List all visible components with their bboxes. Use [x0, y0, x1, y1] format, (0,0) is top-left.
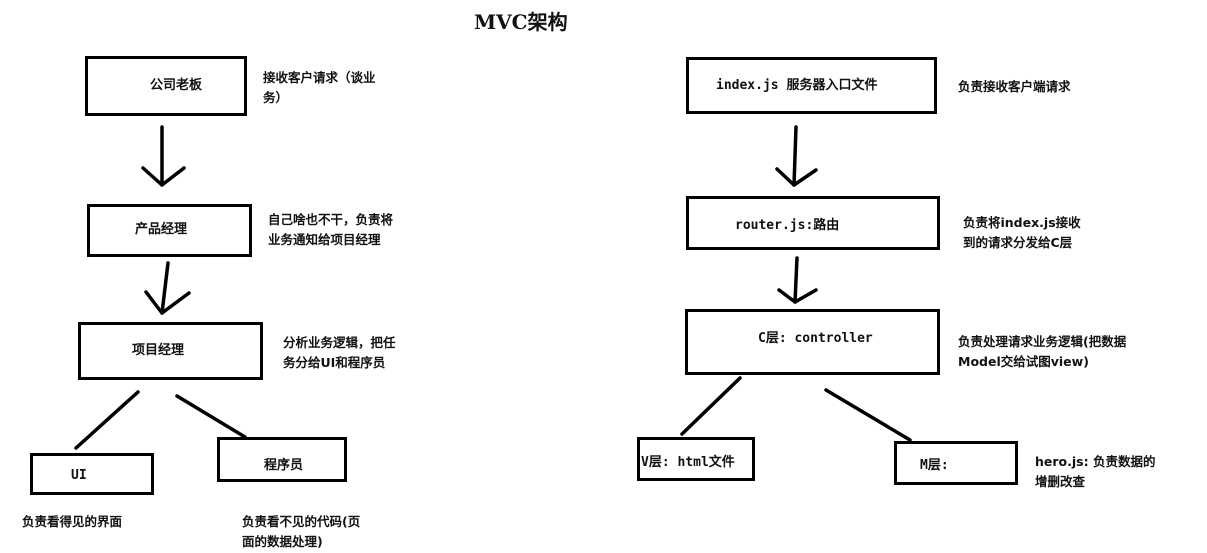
- branch-line-to-view: [680, 376, 742, 436]
- programmer-box: [217, 437, 347, 482]
- programmer-label: 程序员: [264, 458, 304, 473]
- index-box: [686, 57, 937, 114]
- router-note: 负责将index.js接收 到的请求分发给C层: [963, 215, 1081, 250]
- router-label: router.js:路由: [735, 218, 840, 233]
- branch-line-to-programmer: [175, 394, 247, 439]
- project-manager-note: 分析业务逻辑，把任 务分给UI和程序员: [283, 335, 396, 370]
- arrow-boss-to-pm: [141, 125, 186, 187]
- index-note: 负责接收客户端请求: [958, 79, 1071, 94]
- controller-box: [685, 309, 940, 375]
- pm-label: 产品经理: [135, 222, 188, 237]
- view-label: V层: html文件: [641, 455, 735, 470]
- arrow-pm-to-projectmgr: [144, 261, 191, 315]
- project-manager-box: [78, 322, 263, 380]
- arrow-router-to-controller: [777, 256, 818, 304]
- diagram-title: MVC架构: [474, 10, 568, 34]
- ui-note: 负责看得见的界面: [22, 514, 123, 529]
- boss-box: [85, 56, 247, 116]
- router-box: [686, 196, 940, 250]
- programmer-note: 负责看不见的代码(页 面的数据处理): [242, 514, 361, 549]
- controller-note: 负责处理请求业务逻辑(把数据 Model交给试图view): [958, 334, 1127, 369]
- model-note: hero.js: 负责数据的 增删改查: [1035, 454, 1156, 489]
- ui-label: UI: [71, 468, 87, 483]
- ui-box: [30, 453, 154, 495]
- model-box: [894, 441, 1018, 485]
- arrow-index-to-router: [775, 125, 818, 187]
- branch-line-to-ui: [74, 390, 140, 450]
- view-box: [637, 437, 755, 481]
- project-manager-label: 项目经理: [132, 343, 185, 358]
- boss-note: 接收客户请求（谈业 务）: [263, 70, 376, 105]
- boss-label: 公司老板: [150, 78, 203, 93]
- pm-note: 自己啥也不干，负责将 业务通知给项目经理: [268, 212, 394, 247]
- pm-box: [87, 204, 252, 257]
- controller-label: C层: controller: [758, 331, 873, 346]
- branch-line-to-model: [824, 388, 912, 442]
- model-label: M层:: [920, 458, 949, 473]
- index-label: index.js 服务器入口文件: [716, 78, 878, 93]
